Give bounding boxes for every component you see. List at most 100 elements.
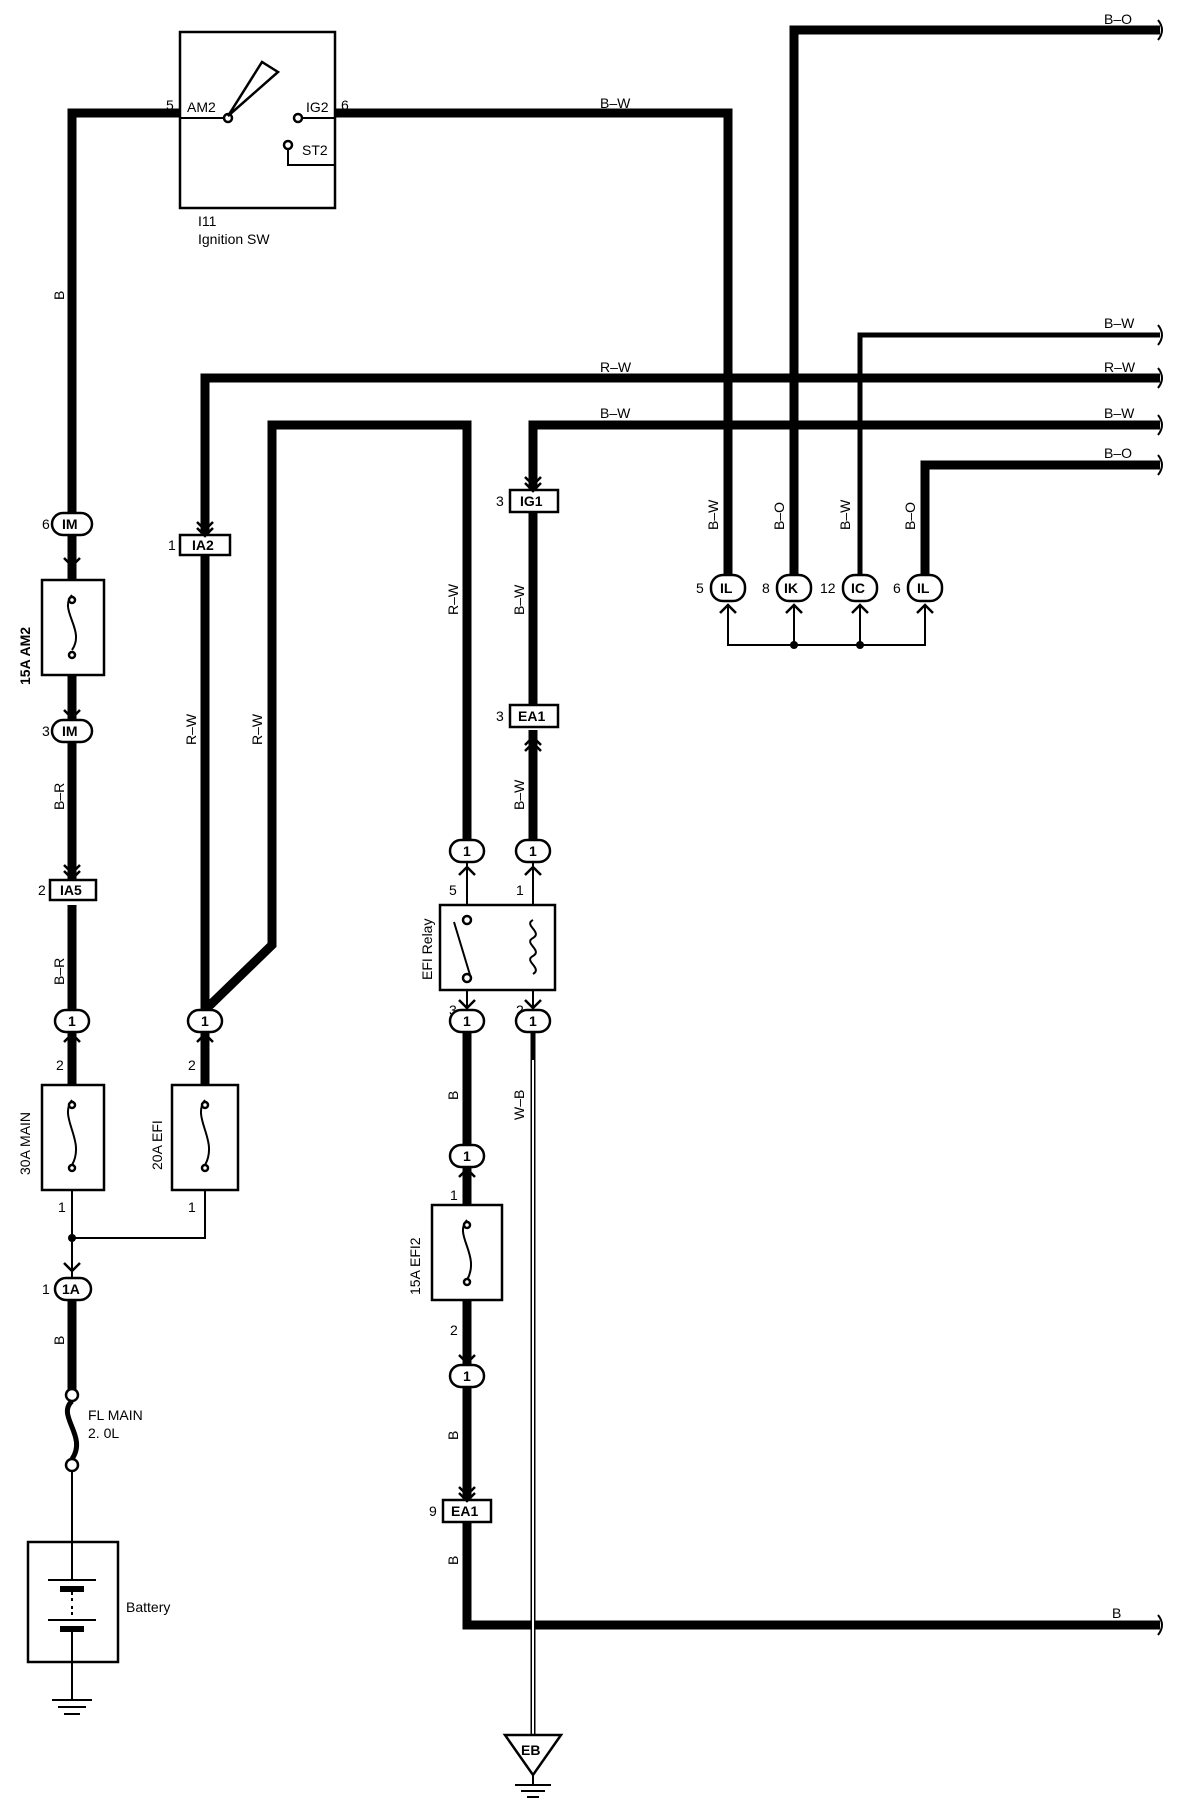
fl-main-label-line1: FL MAIN	[88, 1407, 143, 1423]
junction-relay-1: 1	[529, 843, 537, 859]
wire-labels: B B–W B–O B–W R–W R–W B–W B–W B–O B–W B–…	[51, 11, 1136, 1621]
fuse-efi2-pin-bottom: 2	[450, 1322, 458, 1338]
junction-dots	[68, 641, 864, 1242]
wire-label-r-w-relay: R–W	[445, 583, 461, 615]
connector-im-bottom: IM	[62, 723, 78, 739]
am2-pin: 5	[166, 97, 174, 113]
connector-im-top: IM	[62, 516, 78, 532]
wire-label-b-w-ig2: B–W	[600, 95, 631, 111]
connector-ik: IK	[784, 580, 798, 596]
connector-ia5: IA5	[60, 882, 82, 898]
wire-label-b-am2: B	[51, 291, 67, 300]
ig2-terminal-label: IG2	[306, 99, 329, 115]
wire-label-b-w-right: B–W	[1104, 405, 1135, 421]
wire-label-r-w-second: R–W	[249, 713, 265, 745]
connector-ia2-pin: 1	[168, 537, 176, 553]
junction-efi-pin: 1	[201, 1013, 209, 1029]
ig2-pin: 6	[341, 97, 349, 113]
connector-il-right-pin: 6	[893, 580, 901, 596]
fuse-main-pin-top: 2	[56, 1057, 64, 1073]
junction-relay-5: 1	[463, 843, 471, 859]
wire-label-b-w-ig1: B–W	[511, 584, 527, 615]
junction-efi2-top: 1	[463, 1148, 471, 1164]
wire-label-b-w-ic-bus: B–W	[1104, 315, 1135, 331]
connector-1a-pin: 1	[42, 1281, 50, 1297]
connector-ik-pin: 8	[762, 580, 770, 596]
wire-label-b-o-ik: B–O	[771, 502, 787, 530]
wire-end-arcs	[1157, 19, 1163, 1636]
wire-label-b-bus: B	[1112, 1605, 1121, 1621]
ignition-switch-name: Ignition SW	[198, 231, 270, 247]
junction-efi2-bottom: 1	[463, 1368, 471, 1384]
connector-ig1: IG1	[520, 493, 543, 509]
efi-relay: EFI Relay 5 1 3 2	[419, 882, 557, 1018]
relay-pin1: 1	[516, 882, 524, 898]
am2-terminal-label: AM2	[187, 99, 216, 115]
wire-label-r-w-right: R–W	[1104, 359, 1136, 375]
wire-label-b-ea1-bottom: B	[445, 1556, 461, 1565]
fuse-efi2-pin-top: 1	[450, 1187, 458, 1203]
junction-relay-3: 1	[463, 1013, 471, 1029]
fuse-efi-pin-top: 2	[188, 1057, 196, 1073]
fuse-am2-label: 15A AM2	[17, 627, 33, 685]
ignition-switch: AM2 IG2 ST2 5 6 I11 Ignition SW	[166, 30, 349, 247]
fuse-am2: 15A AM2	[17, 578, 106, 685]
ground-eb: EB	[502, 1733, 564, 1798]
connector-ea1-bottom-pin: 9	[429, 1503, 437, 1519]
fuse-main: 30A MAIN 2 1	[17, 1057, 106, 1215]
battery-label: Battery	[126, 1599, 170, 1615]
wire-label-b-w-ic: B–W	[837, 499, 853, 530]
junction-main-pin: 1	[68, 1013, 76, 1029]
st2-terminal-label: ST2	[302, 142, 328, 158]
ground-eb-label: EB	[521, 1742, 540, 1758]
connector-il-left: IL	[720, 580, 733, 596]
wire-label-w-b: W–B	[511, 1090, 527, 1120]
rect-connectors: IA5 2 IA2 1 IG1 3 EA1 3 EA1 9	[38, 488, 560, 1524]
fl-main-label-line2: 2. 0L	[88, 1425, 119, 1441]
connector-1a: 1A	[62, 1281, 80, 1297]
wire-label-b-battery: B	[51, 1336, 67, 1345]
wires	[67, 25, 1160, 1735]
wire-label-b-r-2: B–R	[51, 958, 67, 985]
connector-ic-pin: 12	[820, 580, 836, 596]
connector-im-top-pin: 6	[42, 516, 50, 532]
junction-relay-2: 1	[529, 1013, 537, 1029]
connector-il-right: IL	[917, 580, 930, 596]
ignition-switch-id: I11	[198, 213, 217, 229]
wire-label-r-w-ia2: R–W	[183, 713, 199, 745]
fusible-link-fl-main: FL MAIN 2. 0L	[64, 1387, 143, 1473]
wire-label-b-efi2: B	[445, 1431, 461, 1440]
wire-label-b-w-ea1: B–W	[511, 779, 527, 810]
fuse-main-label: 30A MAIN	[17, 1112, 33, 1175]
fuse-efi2-label: 15A EFI2	[407, 1237, 423, 1295]
relay-pin5: 5	[449, 882, 457, 898]
fuse-efi-pin-bottom: 1	[188, 1199, 196, 1215]
wire-label-b-r-1: B–R	[51, 783, 67, 810]
wire-label-b-w-bus: B–W	[600, 405, 631, 421]
wire-label-b-o-il: B–O	[1104, 445, 1132, 461]
fuse-efi2: 15A EFI2 1 2	[407, 1187, 504, 1338]
fuse-efi: 20A EFI 2 1	[149, 1057, 240, 1215]
wire-label-b-o-top: B–O	[1104, 11, 1132, 27]
fuse-main-pin-bottom: 1	[58, 1199, 66, 1215]
wire-label-r-w-bus: R–W	[600, 359, 632, 375]
efi-relay-label: EFI Relay	[419, 919, 435, 980]
relay-pin2: 2	[516, 1002, 524, 1018]
connector-ic: IC	[851, 580, 865, 596]
oval-connectors: IM 6 IM 3 1 1 1A 1 1 1 1 1 1 1 IL 5 IK 8	[42, 511, 944, 1389]
ground-battery-icon	[52, 1699, 92, 1715]
connector-ia2: IA2	[192, 537, 214, 553]
battery: Battery	[26, 1540, 170, 1664]
wire-label-b-w-il: B–W	[705, 499, 721, 530]
connector-ig1-pin: 3	[496, 493, 504, 509]
relay-pin3: 3	[449, 1002, 457, 1018]
connector-ea1-top-pin: 3	[496, 708, 504, 724]
fuse-efi-label: 20A EFI	[149, 1120, 165, 1170]
wire-label-b-relay3: B	[445, 1091, 461, 1100]
connector-ea1-top: EA1	[518, 708, 545, 724]
chevron-icons	[63, 476, 934, 1503]
connector-ia5-pin: 2	[38, 882, 46, 898]
wire-label-b-o-il6: B–O	[902, 502, 918, 530]
connector-im-bottom-pin: 3	[42, 723, 50, 739]
